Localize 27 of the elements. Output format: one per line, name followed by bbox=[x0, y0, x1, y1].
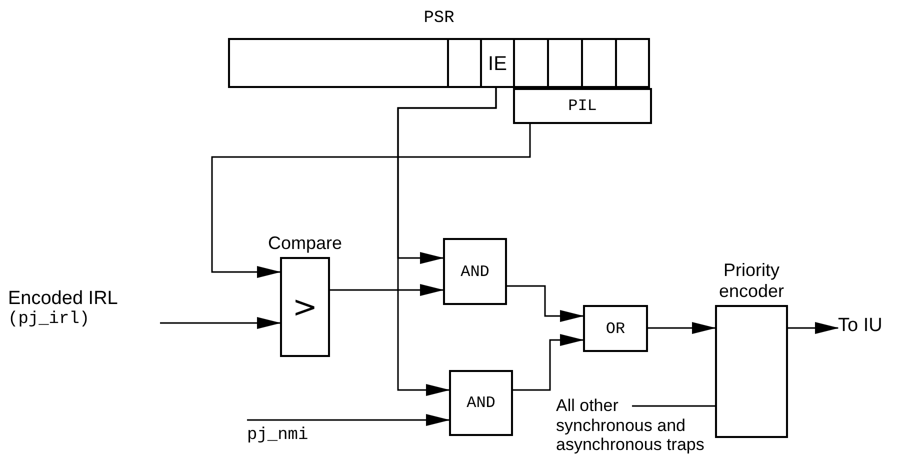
and-gate-box bbox=[449, 370, 513, 436]
signal-arrow bbox=[330, 284, 444, 296]
block-title: Compare bbox=[268, 233, 342, 255]
signal-arrow bbox=[397, 88, 497, 396]
input-label: All other synchronous and asynchronous traps bbox=[556, 396, 706, 455]
signal-arrow bbox=[211, 124, 531, 278]
gate-label: AND bbox=[460, 262, 490, 282]
and-gate-box bbox=[443, 238, 507, 305]
signal-arrow bbox=[788, 322, 839, 334]
output-label: To IU bbox=[838, 315, 884, 337]
signal-arrow bbox=[247, 414, 450, 426]
register-name: PSR bbox=[424, 8, 454, 30]
signal-arrow bbox=[507, 285, 584, 322]
gate-label: AND bbox=[466, 393, 496, 414]
input-label: (pj_irl) bbox=[8, 310, 91, 330]
bit-name: PIL bbox=[568, 96, 597, 117]
signal-arrow bbox=[648, 322, 716, 334]
or-gate-box bbox=[583, 305, 648, 352]
signal-arrow bbox=[513, 334, 584, 391]
signal-arrow bbox=[160, 317, 281, 329]
register-field-box bbox=[513, 88, 652, 124]
block-title: Priority encoder bbox=[718, 260, 786, 303]
gate-label: OR bbox=[606, 318, 626, 340]
input-label: pj_nmi bbox=[247, 426, 310, 446]
comparison-symbol: > bbox=[292, 288, 318, 326]
bit-name: IE bbox=[488, 52, 507, 77]
input-label: Encoded IRL bbox=[8, 288, 119, 310]
